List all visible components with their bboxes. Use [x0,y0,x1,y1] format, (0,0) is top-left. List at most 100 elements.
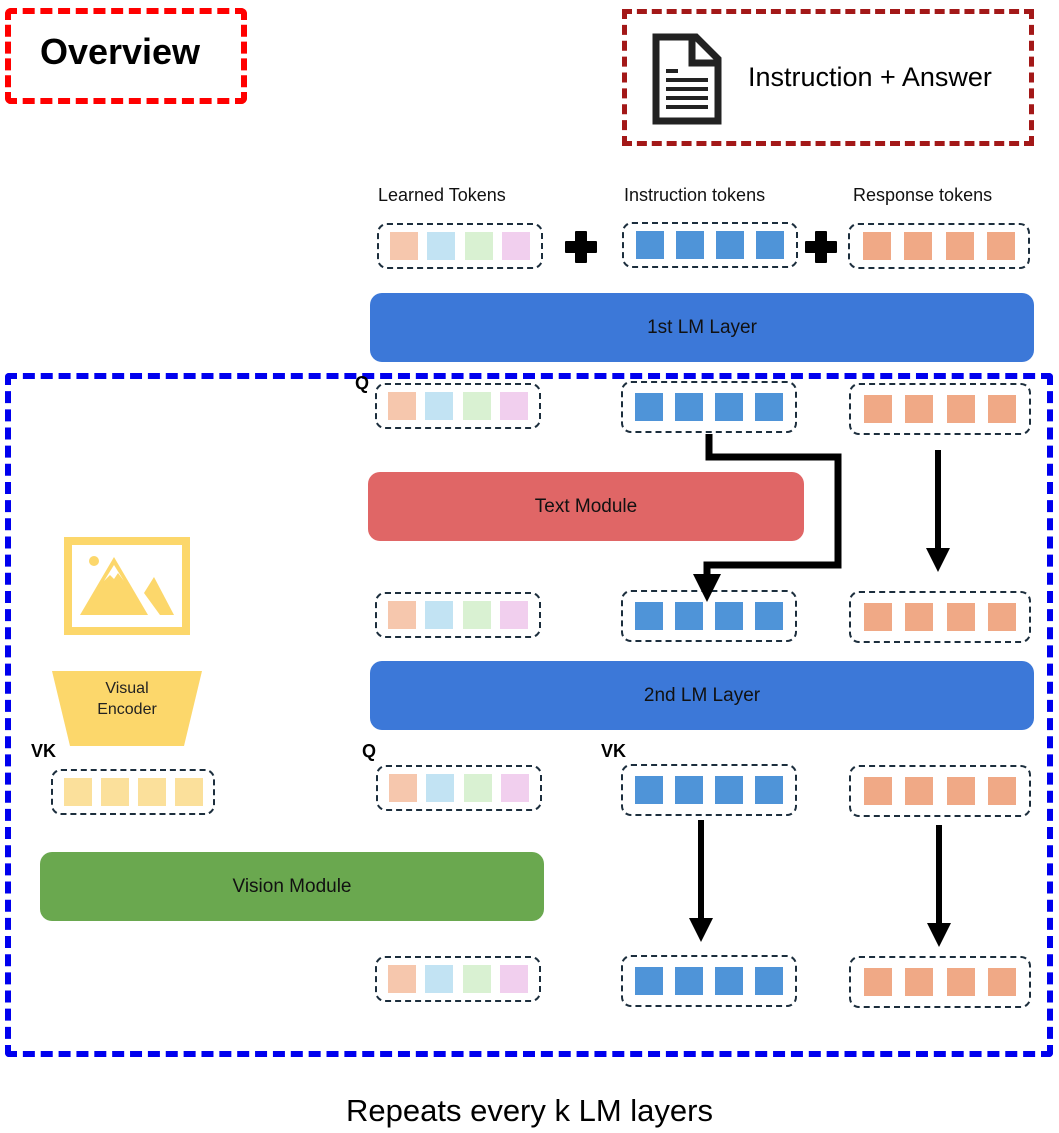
input-label: Instruction + Answer [748,62,992,92]
response-token [904,232,933,260]
learned-token [387,601,416,629]
instruction-token [675,967,703,995]
arrow-instruction-to-text-module [693,434,842,602]
vision-module-label: Vision Module [232,875,352,897]
learned-token [464,232,493,260]
visual-token [100,778,129,806]
query-label: Q [362,741,377,761]
learned-token [387,965,416,993]
instruction-token [756,231,784,259]
learned-token-group [375,383,541,429]
instruction-token [755,776,783,804]
instruction-token [635,776,663,804]
instruction-tokens-header: Instruction tokens [624,185,766,205]
visual-key-label: VK [31,741,57,761]
learned-token-group [376,765,542,811]
learned-token [388,774,417,802]
document-icon [652,33,722,125]
learned-token [462,601,491,629]
visual-token-group [51,769,215,815]
image-icon [64,537,190,635]
response-token [946,777,975,805]
instruction-token [715,967,743,995]
response-token [946,968,975,996]
learned-token [501,774,530,802]
overview-title: Overview [39,31,201,72]
input-frame [622,9,1034,146]
response-token [988,777,1017,805]
learned-token [500,965,529,993]
instruction-token [675,776,703,804]
response-token [988,395,1017,423]
response-token [863,395,892,423]
instruction-token [755,602,783,630]
instruction-token-group [622,222,798,268]
learned-token [427,232,456,260]
response-token [905,395,934,423]
instruction-token-group [621,955,797,1007]
visual-encoder [52,671,202,746]
learned-token-group [375,956,541,1002]
instruction-token [675,393,703,421]
instruction-token-group [621,764,797,816]
vision-module: Vision Module [40,852,544,921]
learned-token [500,392,529,420]
instruction-token [715,776,743,804]
response-token [987,232,1016,260]
query-label: Q [355,373,370,393]
visual-encoder-label: Visual Encoder [52,678,202,720]
text-module: Text Module [368,472,804,541]
response-tokens-header: Response tokens [853,185,993,205]
learned-token [425,392,454,420]
learned-tokens-header: Learned Tokens [378,185,506,205]
learned-token [426,774,455,802]
learned-token [502,232,531,260]
response-token [946,395,975,423]
lm-layer-1-label: 1st LM Layer [647,316,757,338]
instruction-token [635,393,663,421]
response-token-group [849,383,1031,435]
instruction-token-group [621,381,797,433]
plus-icon [805,231,837,263]
response-token-group [848,223,1030,269]
visual-token [137,778,166,806]
repeat-caption: Repeats every k LM layers [346,1093,713,1128]
learned-token [425,965,454,993]
instruction-token [676,231,704,259]
response-token [863,777,892,805]
lm-layer-1: 1st LM Layer [370,293,1034,362]
learned-token [462,965,491,993]
visual-encoder-label-line2: Encoder [97,701,157,718]
learned-token [387,392,416,420]
instruction-token [635,967,663,995]
learned-token [500,601,529,629]
learned-token-group [377,223,543,269]
visual-encoder-label-line1: Visual [105,680,149,697]
response-token [946,603,975,631]
response-token [945,232,974,260]
response-token [862,232,891,260]
learned-token [463,774,492,802]
lm-layer-2: 2nd LM Layer [370,661,1034,730]
learned-token [389,232,418,260]
instruction-token [715,602,743,630]
plus-icon [565,231,597,263]
lm-layer-2-label: 2nd LM Layer [643,684,761,706]
overview-frame [5,8,247,104]
response-token-group [849,591,1031,643]
response-token-group [849,765,1031,817]
instruction-token [675,602,703,630]
response-token [863,603,892,631]
response-token-group [849,956,1031,1008]
learned-token [425,601,454,629]
repeat-region-frame [5,373,1053,1057]
visual-token [63,778,92,806]
instruction-token [716,231,744,259]
learned-token-group [375,592,541,638]
instruction-token [755,967,783,995]
response-token [905,777,934,805]
visual-key-label: VK [601,741,627,761]
text-module-label: Text Module [534,495,638,517]
instruction-token [755,393,783,421]
